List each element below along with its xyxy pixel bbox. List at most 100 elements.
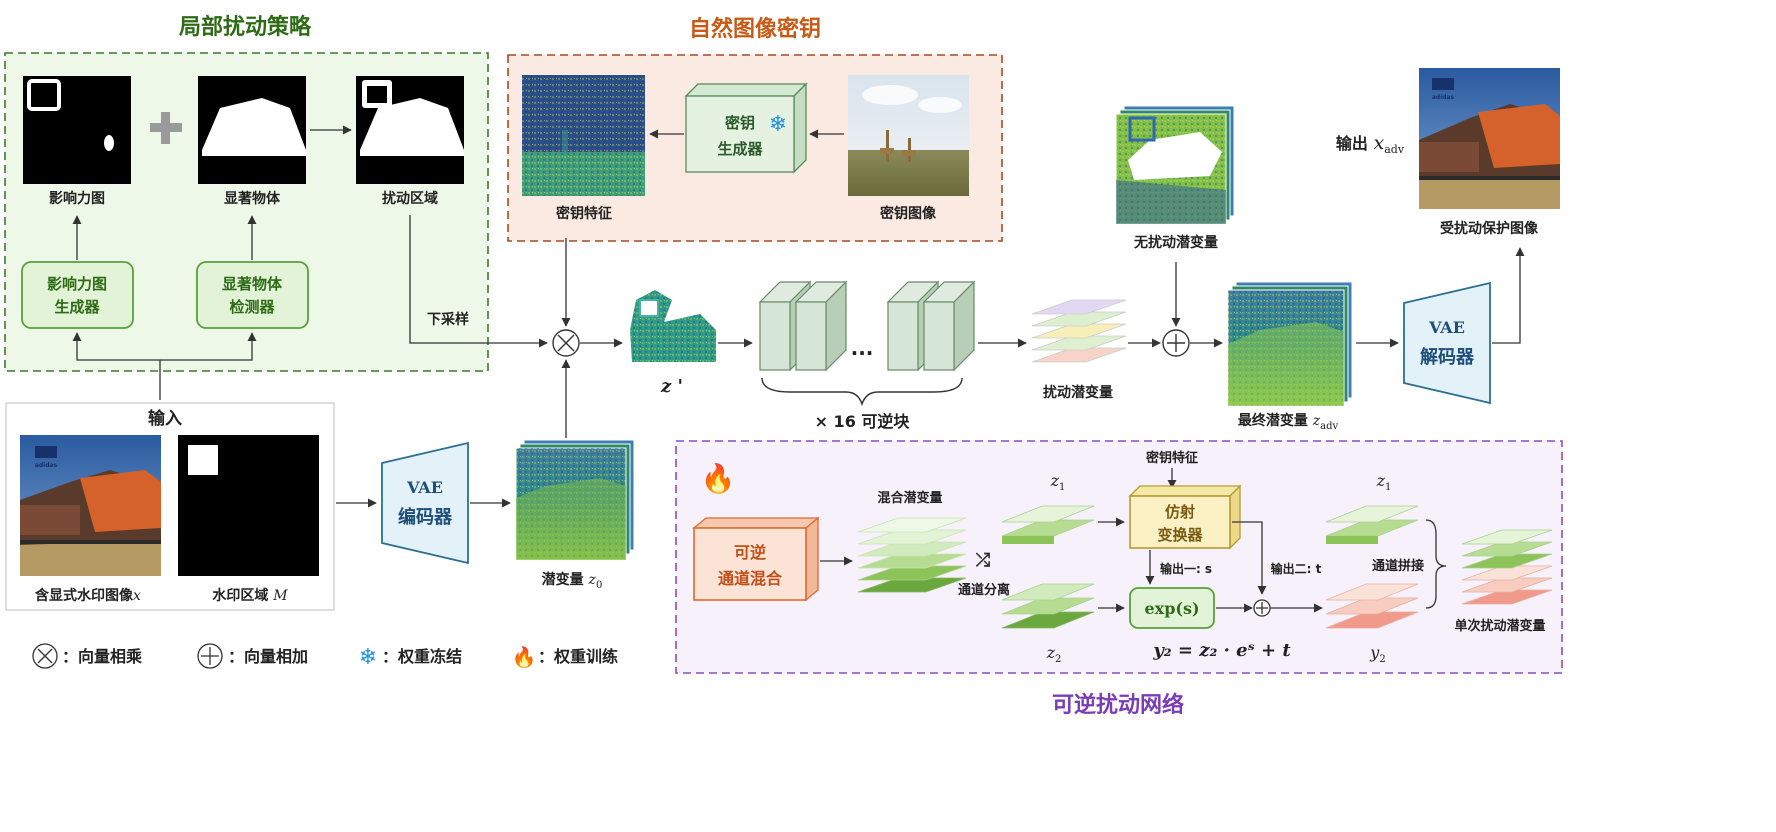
watermark-region-image	[178, 435, 319, 576]
watermark-region-label: 水印区域 M	[212, 587, 288, 604]
shuffle-icon: ⤮	[976, 550, 991, 571]
z2-label: z2	[1046, 643, 1062, 665]
vae-decoder-label-1: VAE	[1428, 318, 1465, 337]
out2-label: 输出二: t	[1271, 561, 1322, 576]
arrow-input-to-modules	[72, 332, 161, 400]
snowflake-icon: ❄	[769, 112, 787, 137]
single-perturb-stack	[1461, 529, 1553, 605]
concat-brace	[1425, 519, 1447, 609]
influence-generator-label-2: 生成器	[54, 298, 100, 316]
blocks-ellipsis: ...	[851, 336, 874, 360]
mixed-latent-label: 混合潜变量	[877, 490, 942, 506]
influence-generator-module: 影响力图 生成器	[21, 261, 134, 329]
invertible-blocks: ...	[758, 280, 976, 372]
y2-label: y2	[1369, 643, 1385, 665]
protected-image: adidas	[1419, 68, 1560, 209]
channel-split-label: 通道分离	[958, 582, 1010, 598]
watermarked-image-label: 含显式水印图像x	[35, 587, 141, 604]
invertible-block-2	[794, 280, 848, 372]
salient-object-image	[198, 76, 306, 184]
perturb-region-image	[356, 76, 464, 184]
zprime-latent	[630, 290, 716, 362]
key-title: 自然图像密钥	[689, 16, 821, 42]
fire-icon: 🔥	[701, 462, 736, 495]
legend-multiply-icon	[32, 643, 58, 669]
key-generator-label-2: 生成器	[717, 140, 763, 158]
arrow-decoder-to-output	[1492, 247, 1525, 344]
arrow-affine-to-add	[1232, 521, 1267, 595]
z1-stack	[1001, 505, 1095, 544]
input-label: 输入	[148, 408, 182, 429]
legend-add-label: ：向量相加	[228, 647, 308, 666]
affine-label-1: 仿射	[1165, 503, 1195, 521]
out1-label: 输出一: s	[1160, 561, 1212, 576]
key-image-label: 密钥图像	[879, 205, 937, 222]
downsample-label: 下采样	[427, 311, 469, 328]
add-operator	[1162, 329, 1190, 357]
final-latent-stack	[1227, 281, 1353, 407]
clean-latent-label: 无扰动潜变量	[1133, 234, 1218, 251]
channel-mix-label-1: 可逆	[734, 543, 766, 562]
final-latent-label: 最终潜变量 zadv	[1238, 412, 1339, 432]
key-generator-module: 密钥 生成器 ❄	[684, 82, 808, 174]
arrow-input-to-detector	[160, 332, 257, 361]
invertible-block-4	[922, 280, 976, 372]
latent-z0-label: 潜变量 z0	[542, 571, 603, 591]
affine-transformer: 仿射 变换器	[1128, 484, 1242, 550]
key-generator-label-1: 密钥	[725, 114, 755, 132]
adidas-logo-text: adidas	[35, 462, 58, 469]
plus-icon	[150, 112, 182, 144]
vae-decoder-label-2: 解码器	[1420, 346, 1475, 368]
key-feature-label: 密钥特征	[555, 205, 612, 222]
net-add-operator	[1253, 599, 1271, 617]
equation: y₂ = z₂ · eˢ + t	[1152, 640, 1291, 661]
legend-fire-icon: 🔥	[512, 645, 537, 669]
influence-generator-label-1: 影响力图	[47, 275, 107, 293]
vae-encoder-label-2: 编码器	[398, 506, 453, 528]
channel-mix-module: 可逆 通道混合	[692, 516, 820, 602]
key-image	[848, 75, 969, 196]
legend-add-icon	[197, 643, 223, 669]
zprime-label: z '	[660, 376, 683, 397]
latent-z0-stack	[515, 439, 635, 561]
salient-detector-label-1: 显著物体	[222, 275, 283, 293]
out-z1-label: z1	[1376, 471, 1392, 493]
affine-label-2: 变换器	[1157, 526, 1203, 544]
network-frame	[675, 440, 1563, 674]
legend-frozen-label: ：权重冻结	[382, 647, 462, 666]
single-perturb-label: 单次扰动潜变量	[1454, 618, 1545, 634]
protected-adidas-logo-text: adidas	[1432, 94, 1455, 101]
legend-multiply-label: ：向量相乘	[62, 647, 142, 666]
vae-decoder: VAE 解码器	[1403, 281, 1491, 405]
channel-mix-label-2: 通道混合	[718, 569, 783, 588]
arrow-downsample	[409, 215, 548, 348]
network-title: 可逆扰动网络	[1052, 692, 1184, 718]
legend-trained-label: ：权重训练	[538, 647, 618, 666]
blocks-label: × 16 可逆块	[815, 412, 911, 431]
local-strategy-title: 局部扰动策略	[179, 14, 312, 40]
perturb-latent-label: 扰动潜变量	[1043, 384, 1113, 401]
z1-label: z1	[1050, 471, 1066, 493]
influence-map-image	[23, 76, 131, 184]
perturb-region-label: 扰动区域	[382, 190, 438, 207]
exp-module: exp(s)	[1129, 587, 1215, 629]
watermarked-image: adidas	[20, 435, 161, 576]
protected-image-label: 受扰动保护图像	[1440, 220, 1539, 237]
z2-stack	[1001, 583, 1095, 629]
salient-detector-module: 显著物体 检测器	[196, 261, 309, 329]
blocks-brace	[761, 377, 963, 407]
legend-snowflake-icon: ❄	[359, 645, 377, 670]
y2-stack	[1325, 583, 1419, 629]
concat-label: 通道拼接	[1372, 558, 1424, 574]
clean-latent-stack	[1115, 105, 1235, 225]
salient-object-label: 显著物体	[224, 190, 281, 207]
perturb-latent-stack	[1031, 299, 1127, 363]
key-feature-image	[522, 75, 645, 196]
output-label: 输出 xadv	[1336, 132, 1405, 156]
influence-map-label: 影响力图	[49, 190, 105, 207]
legend: ：向量相乘 ：向量相加 ❄ ：权重冻结 🔥 ：权重训练	[32, 643, 618, 670]
mixed-latent-stack	[857, 517, 967, 593]
vae-encoder: VAE 编码器	[381, 441, 469, 565]
out-z1-stack	[1325, 505, 1419, 544]
